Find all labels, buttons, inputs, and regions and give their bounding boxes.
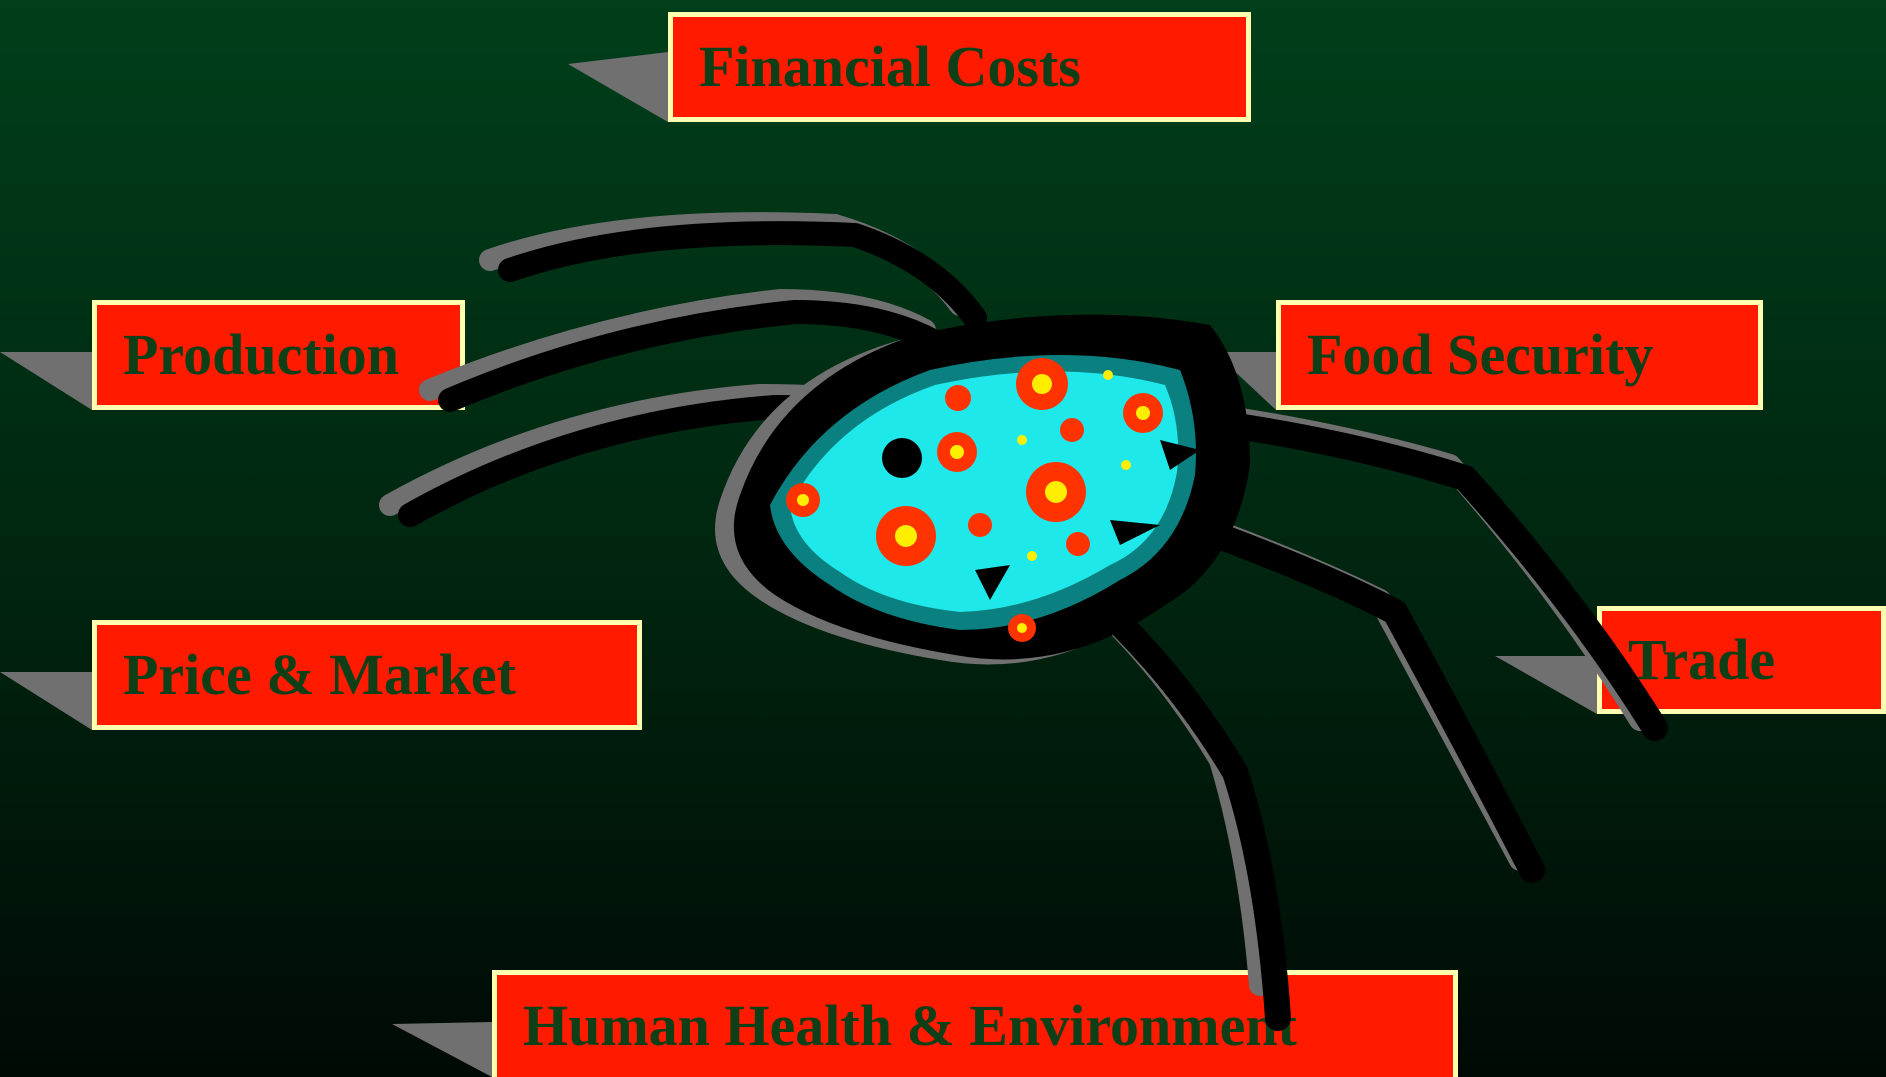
label-trade: Trade	[1597, 606, 1886, 714]
shadow-production	[0, 352, 92, 410]
label-human-health-environment-text: Human Health & Environment	[523, 993, 1297, 1058]
label-production: Production	[92, 300, 465, 410]
shadow-price-market	[0, 672, 92, 730]
label-food-security-text: Food Security	[1307, 322, 1654, 387]
shadow-food-security	[1214, 352, 1276, 410]
label-human-health-environment: Human Health & Environment	[492, 970, 1458, 1077]
label-trade-text: Trade	[1628, 627, 1776, 692]
shadow-financial-costs	[568, 52, 668, 122]
label-price-market-text: Price & Market	[123, 642, 516, 707]
label-price-market: Price & Market	[92, 620, 642, 730]
label-production-text: Production	[123, 322, 400, 387]
label-financial-costs: Financial Costs	[668, 12, 1251, 122]
shadow-trade	[1495, 656, 1597, 714]
label-financial-costs-text: Financial Costs	[699, 34, 1081, 99]
label-food-security: Food Security	[1276, 300, 1763, 410]
shadow-human-health	[392, 1022, 492, 1077]
